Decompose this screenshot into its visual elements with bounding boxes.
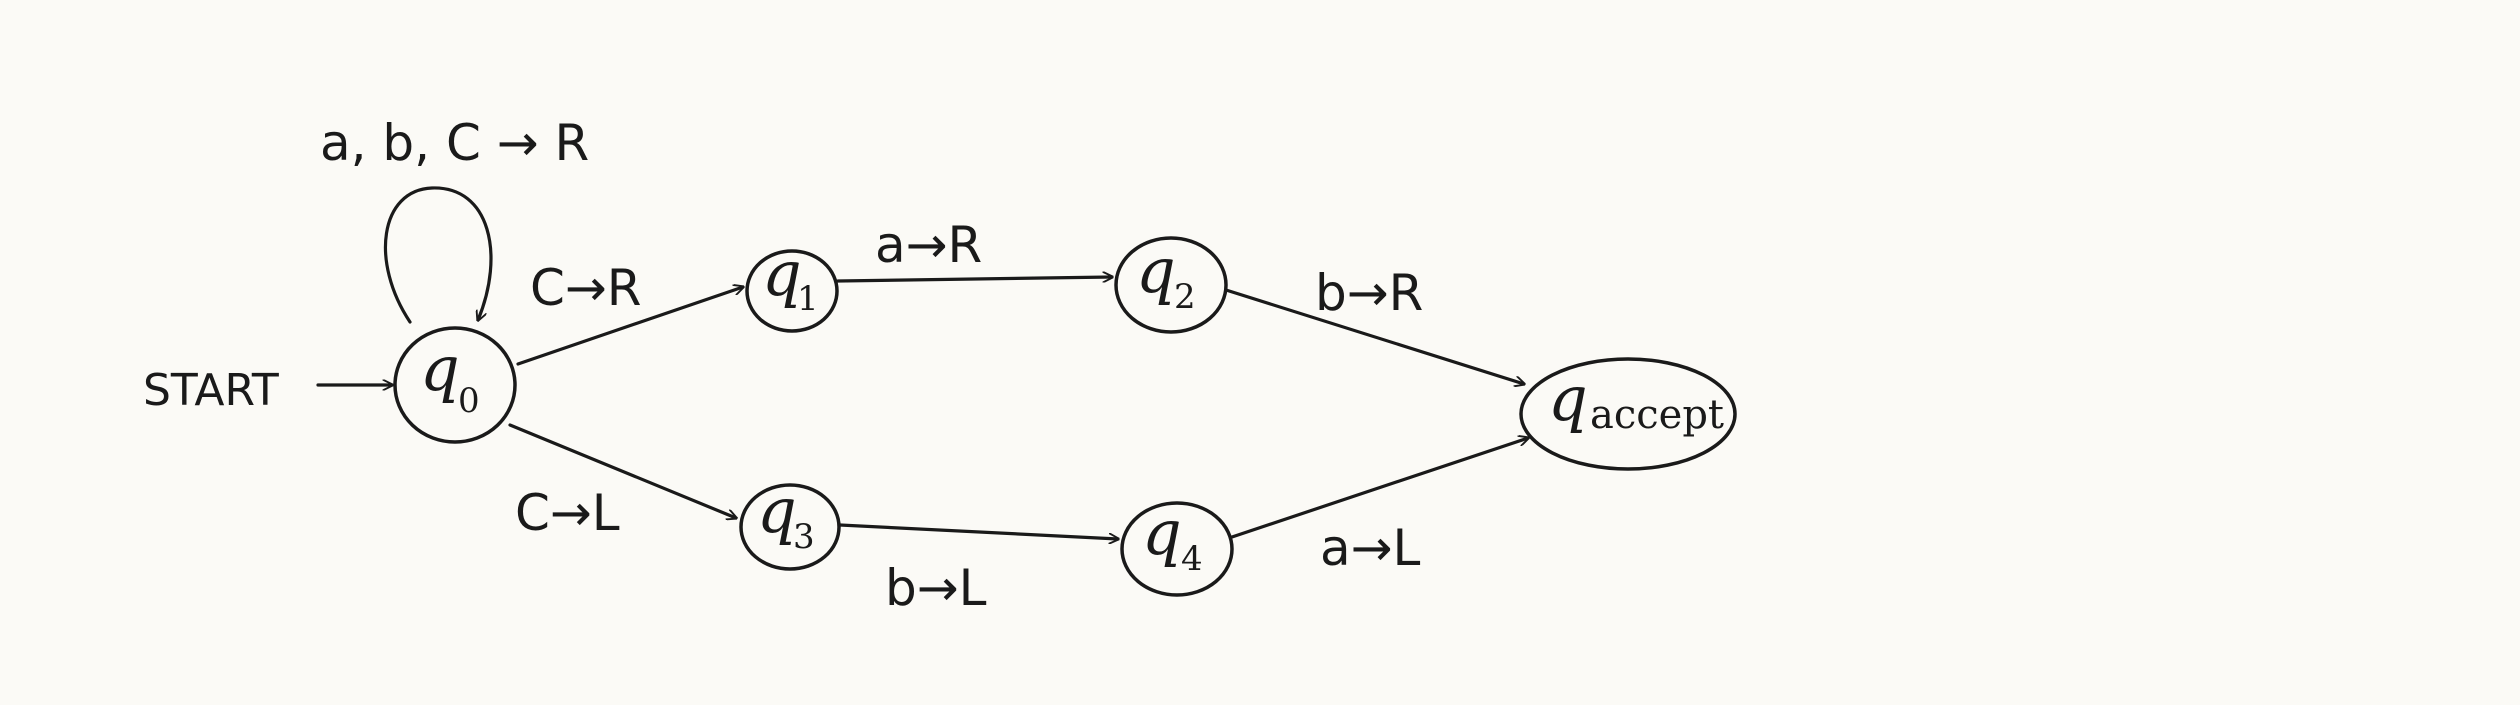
state-qaccept-sub: accept: [1590, 392, 1724, 438]
state-q0-circle: [393, 326, 517, 444]
state-q2-sub: 2: [1174, 277, 1196, 317]
state-q3-sub: 3: [793, 517, 815, 557]
transition-q1-q2-label: a→R: [875, 216, 982, 274]
state-q0: q 0: [393, 326, 517, 444]
transition-q3-q4-label: b→L: [885, 559, 987, 617]
state-qaccept-name: q: [1548, 362, 1588, 435]
state-q1-name: q: [762, 237, 802, 310]
state-q1: q 1: [745, 237, 839, 333]
transition-q0-q1-label: C→R: [530, 259, 642, 317]
transition-q1-q2: [836, 277, 1112, 281]
state-q0-name: q: [420, 332, 460, 405]
transition-q0-q0-loop: [383, 186, 493, 324]
transition-q4-qaccept: [1230, 438, 1528, 539]
state-q3: q 3: [739, 474, 841, 571]
state-q1-sub: 1: [797, 279, 819, 319]
state-q4-sub: 4: [1181, 539, 1203, 579]
start-label: START: [143, 365, 279, 416]
state-q3-circle: [739, 483, 841, 571]
transition-q2-qaccept: [1224, 288, 1524, 384]
transition-q3-q4: [838, 523, 1118, 539]
state-q1-circle: [745, 249, 839, 333]
state-q3-name: q: [757, 474, 797, 547]
state-q4: q 4: [1120, 496, 1234, 597]
transition-q0-q3-label: C→L: [515, 484, 620, 542]
transition-q0-q0-label: a, b, C → R: [320, 114, 589, 172]
state-q4-name: q: [1142, 496, 1182, 569]
transition-q4-qaccept-label: a→L: [1320, 519, 1421, 577]
transition-q0-q3: [508, 423, 736, 518]
state-q2-name: q: [1136, 234, 1176, 307]
transition-q2-qaccept-label: b→R: [1315, 264, 1423, 322]
state-q2-circle: [1114, 236, 1228, 334]
state-qaccept: q accept: [1519, 357, 1737, 471]
state-q4-circle: [1120, 501, 1234, 597]
state-q2: q 2: [1114, 234, 1228, 334]
state-qaccept-circle: [1519, 357, 1737, 471]
state-q0-sub: 0: [458, 381, 480, 421]
transition-q0-q1: [516, 287, 743, 366]
